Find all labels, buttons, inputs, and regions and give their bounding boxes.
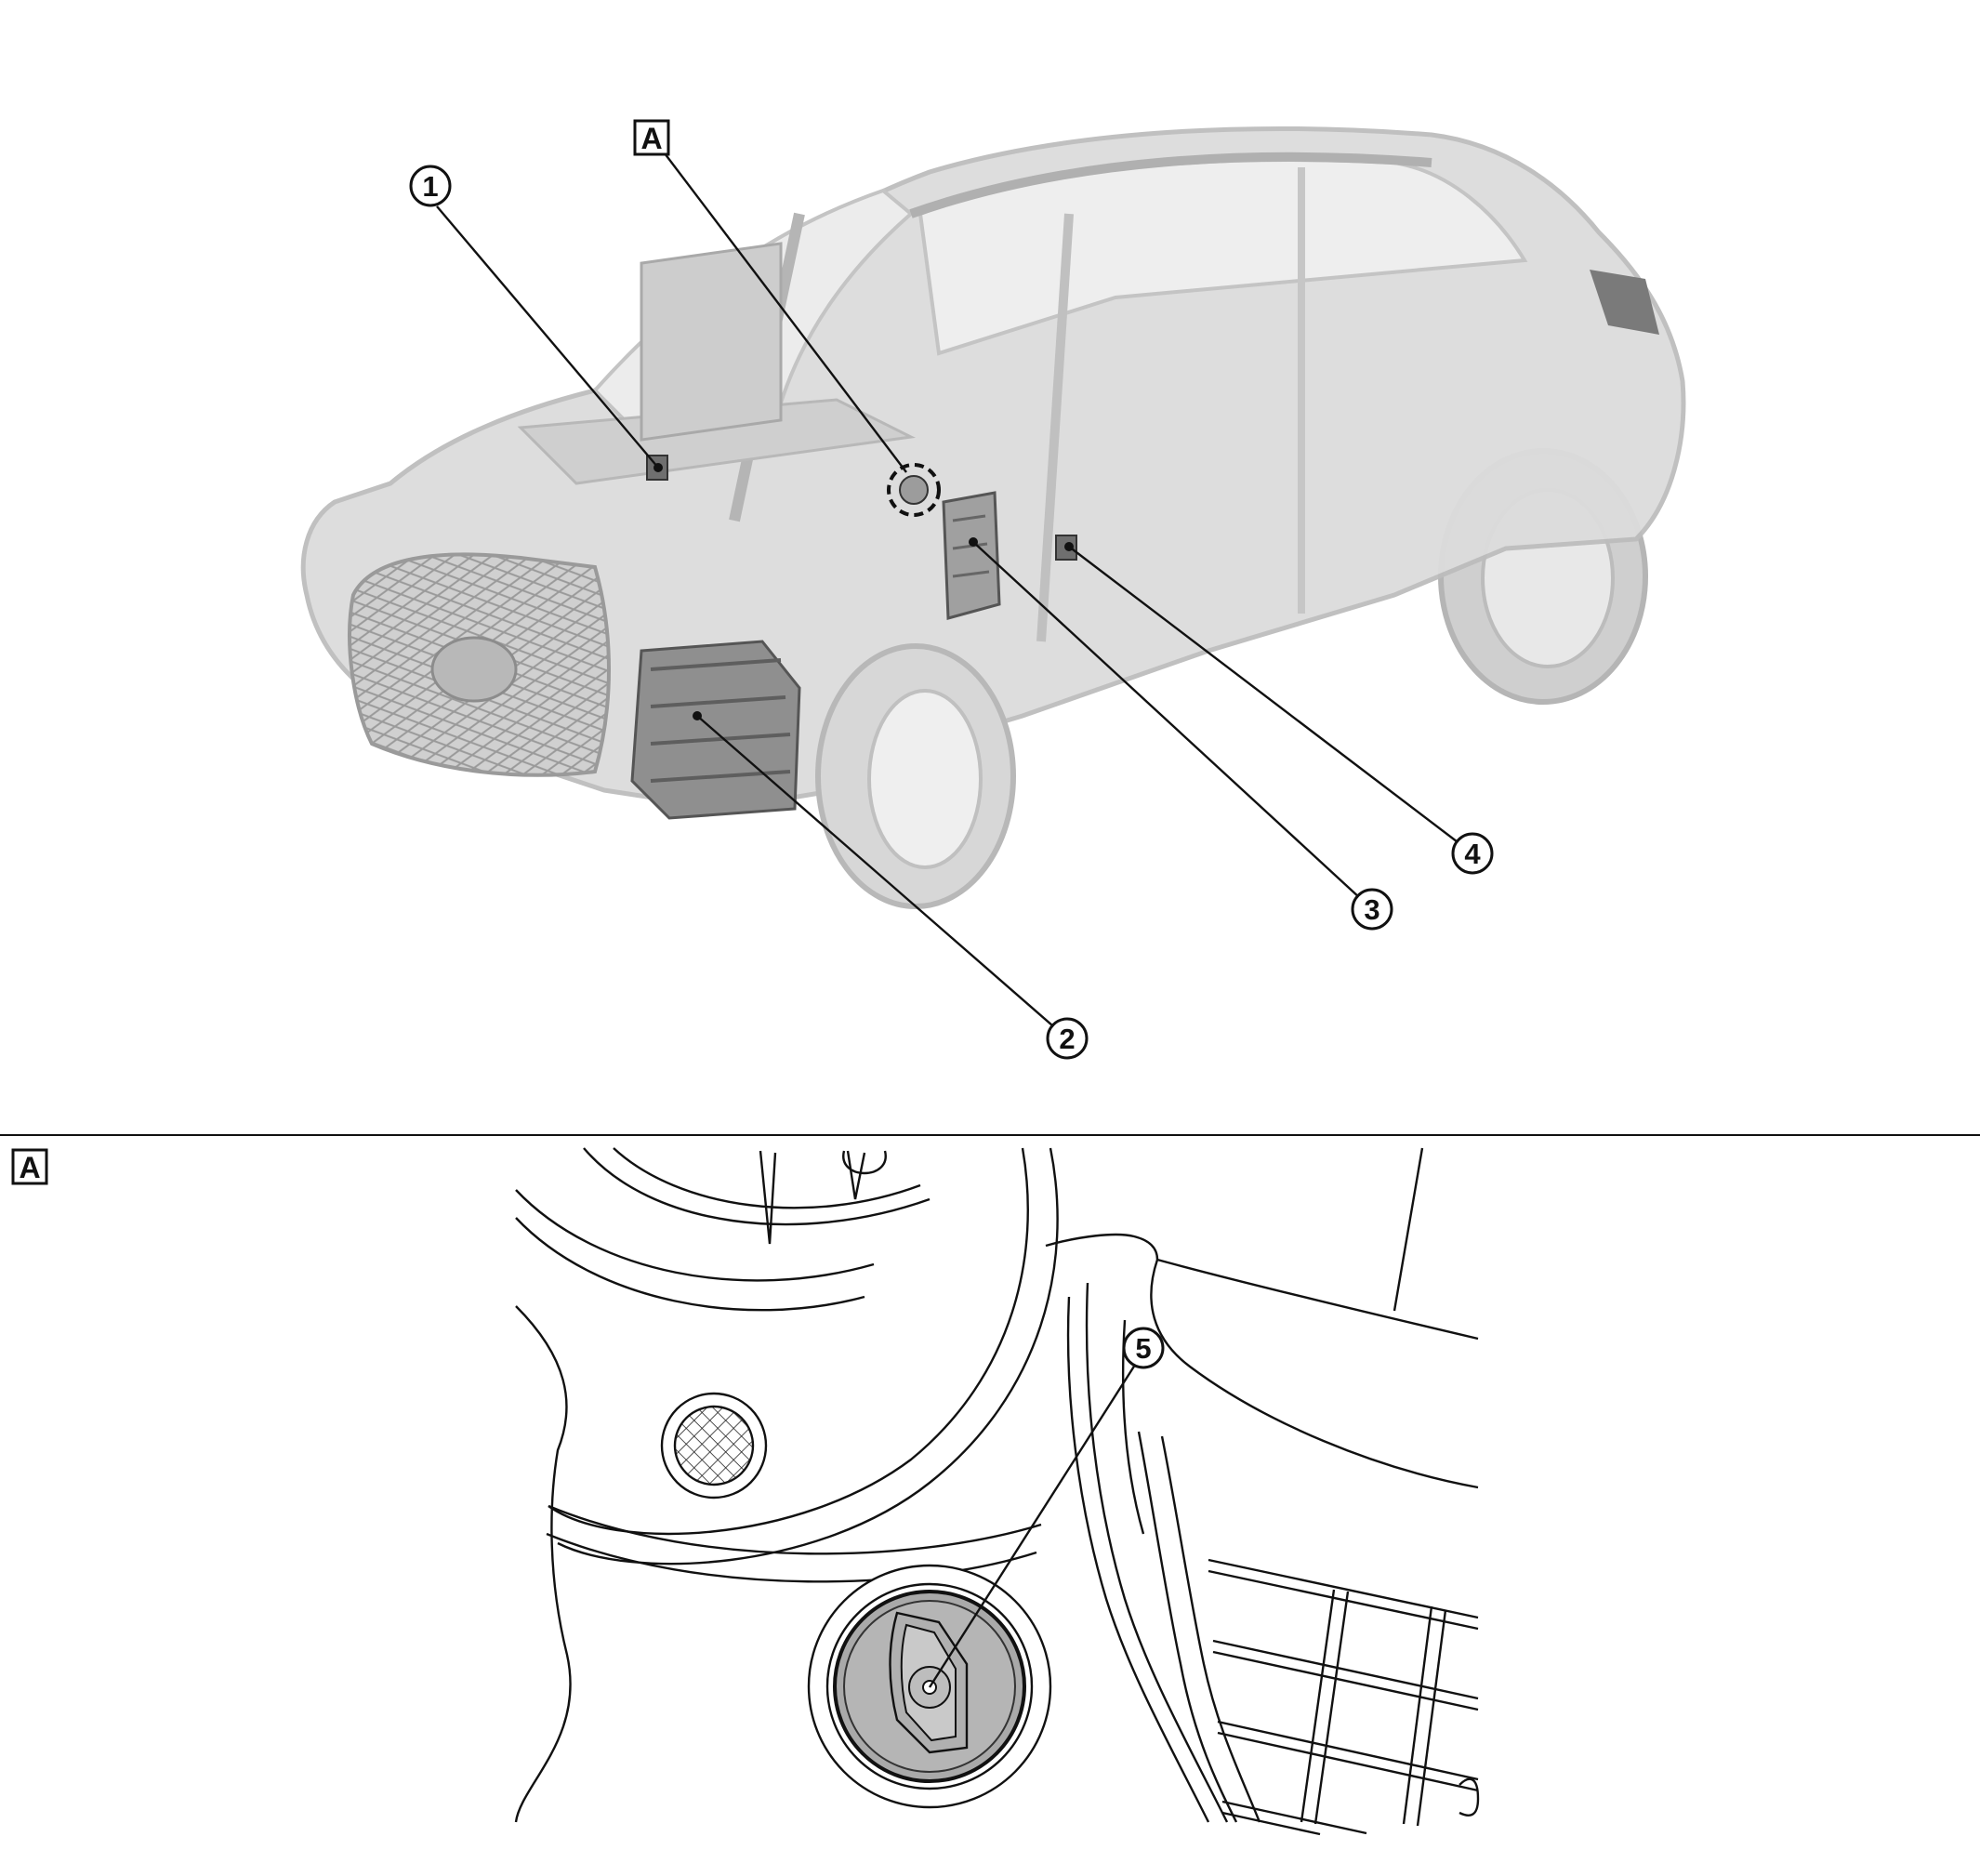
callout-3-label: 3	[1364, 893, 1379, 926]
callout-2-label: 2	[1059, 1023, 1075, 1055]
engine-part	[630, 640, 801, 820]
part-5-switch	[807, 1564, 1052, 1809]
callout-3: 3	[1351, 888, 1393, 931]
dashboard-linework	[514, 1147, 1480, 1823]
part-3	[942, 491, 1001, 620]
view-a-letter: A	[640, 122, 662, 155]
callout-5-label: 5	[1135, 1332, 1151, 1365]
callout-4: 4	[1451, 832, 1494, 875]
vehicle-overview: 1 2 3 4 A	[300, 119, 1686, 1060]
speaker-grille	[660, 1392, 768, 1499]
callout-1: 1	[409, 165, 452, 207]
car-body	[300, 126, 1686, 812]
callout-1-label: 1	[422, 170, 438, 203]
air-vent	[1208, 1558, 1479, 1836]
detail-view-a: A	[11, 1147, 1480, 1836]
detail-a-label: A	[11, 1148, 48, 1185]
callout-4-label: 4	[1464, 838, 1481, 870]
view-a-label: A	[633, 119, 670, 156]
detail-a-letter: A	[19, 1151, 40, 1184]
front-wheel	[815, 643, 1016, 909]
leader-lines	[436, 152, 1473, 1039]
view-a-highlight	[887, 463, 941, 517]
callout-5: 5	[1122, 1327, 1165, 1369]
callout-2: 2	[1046, 1017, 1089, 1060]
